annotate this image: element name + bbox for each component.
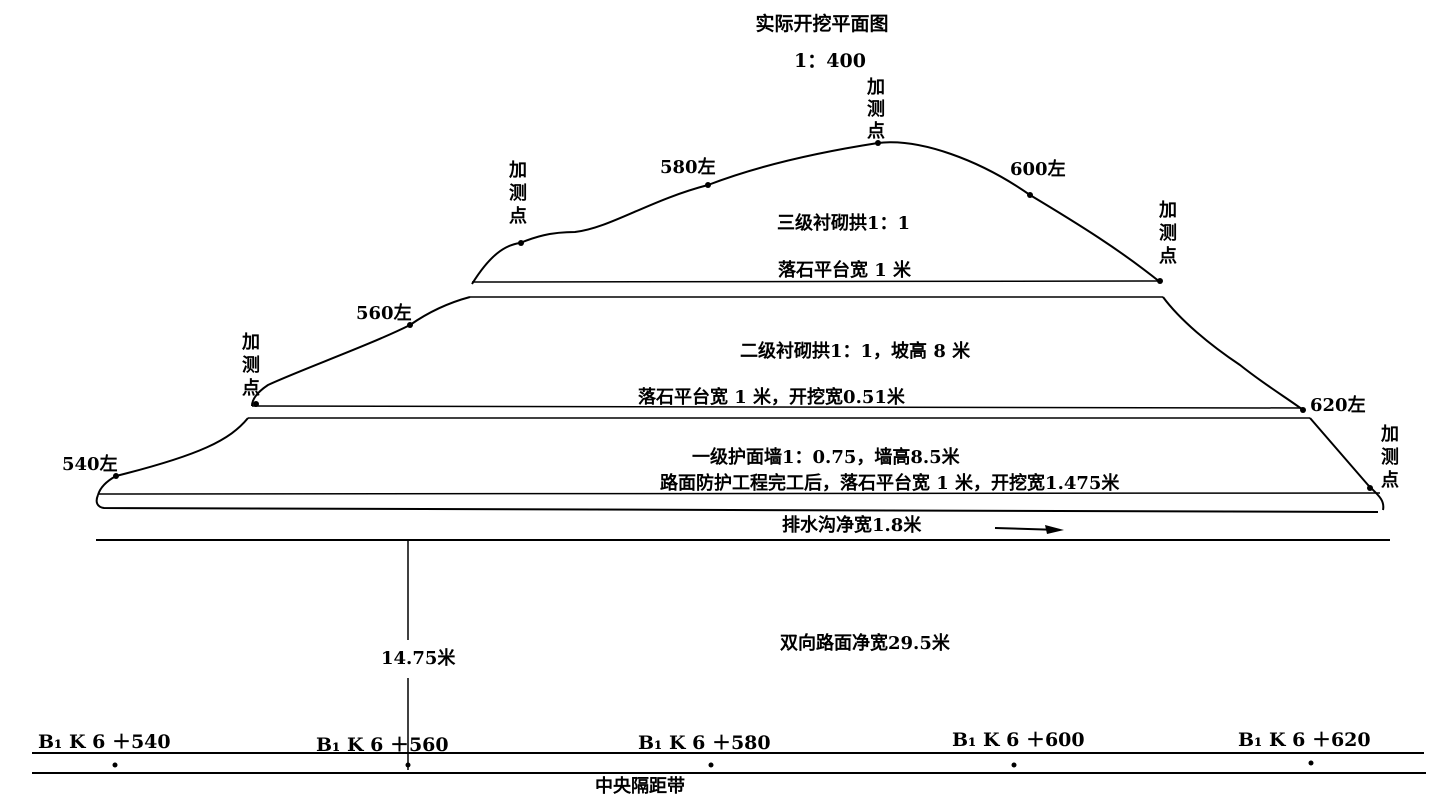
station-dots xyxy=(112,760,1314,768)
survey-label-char: 测 xyxy=(1159,222,1177,244)
station-dot xyxy=(708,762,714,768)
platform3-line-top xyxy=(97,492,1381,495)
station-dot xyxy=(405,762,411,768)
survey-label-char: 点 xyxy=(1381,469,1399,491)
survey-dot-extra-3 xyxy=(875,140,881,146)
slope-label-540: 540左 xyxy=(62,453,118,475)
station-label-540: B₁ K 6 ＋540 xyxy=(38,731,171,753)
survey-label-char: 点 xyxy=(509,205,527,227)
survey-label-char: 点 xyxy=(242,377,260,399)
survey-dot-560 xyxy=(407,322,413,328)
survey-dots xyxy=(113,140,1373,491)
right-lower-slope xyxy=(1309,417,1385,511)
right-middle-slope xyxy=(1162,296,1304,411)
survey-dot-extra-2 xyxy=(518,240,524,246)
survey-dot-extra-1 xyxy=(253,401,259,407)
drawing-scale: 1：400 xyxy=(794,50,866,72)
zone-label-arch3: 三级衬砌拱1：1 xyxy=(777,212,910,234)
left-middle-slope xyxy=(251,296,471,407)
survey-dot-540 xyxy=(113,473,119,479)
survey-label-char: 测 xyxy=(1381,446,1399,468)
survey-label-upper-right: 加 测 点 xyxy=(1158,200,1177,267)
survey-dot-620 xyxy=(1300,407,1306,413)
station-dot xyxy=(1308,760,1314,766)
drawing-title: 实际开挖平面图 xyxy=(755,12,888,35)
survey-label-lower-right: 加 测 点 xyxy=(1380,424,1399,491)
slope-label-620: 620左 xyxy=(1310,394,1366,416)
zone-label-wall1: 一级护面墙1：0.75，墙高8.5米 xyxy=(692,446,961,468)
slope-label-600: 600左 xyxy=(1010,158,1066,180)
survey-label-char: 测 xyxy=(867,98,885,120)
station-label-580: B₁ K 6 ＋580 xyxy=(638,732,771,754)
excavation-top-outline xyxy=(471,141,1161,285)
survey-label-top: 加 测 点 xyxy=(866,77,885,142)
survey-dot-extra-4 xyxy=(1157,278,1163,284)
zone-label-arch2: 二级衬砌拱1：1，坡高 8 米 xyxy=(740,340,971,362)
half-width-label: 14.75米 xyxy=(381,647,456,669)
station-label-620: B₁ K 6 ＋620 xyxy=(1238,729,1371,751)
station-label-560: B₁ K 6 ＋560 xyxy=(316,734,449,756)
survey-label-char: 加 xyxy=(241,332,260,353)
survey-label-char: 加 xyxy=(866,77,885,98)
median-label: 中央隔距带 xyxy=(595,775,685,797)
survey-label-char: 测 xyxy=(242,354,260,376)
platform2-line-top xyxy=(251,405,1304,409)
slope-label-560: 560左 xyxy=(356,302,412,324)
road-width-label: 双向路面净宽29.5米 xyxy=(780,632,951,654)
platform1-line-top xyxy=(471,280,1161,283)
survey-label-char: 点 xyxy=(1159,245,1177,267)
survey-dot-580 xyxy=(705,182,711,188)
survey-label-char: 测 xyxy=(509,182,527,204)
flow-arrow-icon xyxy=(1045,525,1064,534)
survey-label-mid-left: 加 测 点 xyxy=(241,332,260,399)
left-lower-slope xyxy=(97,417,249,496)
survey-label-char: 加 xyxy=(1158,200,1177,221)
station-dot xyxy=(112,762,118,768)
survey-label-char: 点 xyxy=(867,120,885,142)
station-dot xyxy=(1011,762,1017,768)
zone-label-platform3: 路面防护工程完工后，落石平台宽 1 米，开挖宽1.475米 xyxy=(660,472,1120,494)
survey-label-char: 加 xyxy=(508,160,527,181)
station-label-600: B₁ K 6 ＋600 xyxy=(952,729,1085,751)
zone-label-drain: 排水沟净宽1.8米 xyxy=(782,514,922,536)
survey-label-upper-left: 加 测 点 xyxy=(508,160,527,227)
slope-label-580: 580左 xyxy=(660,156,716,178)
survey-dot-600 xyxy=(1027,192,1033,198)
survey-label-char: 加 xyxy=(1380,424,1399,445)
survey-dot-extra-5 xyxy=(1367,485,1373,491)
platform3-line-bottom xyxy=(95,494,1379,513)
zone-label-platform1: 落石平台宽 1 米 xyxy=(778,259,912,281)
zone-label-platform2: 落石平台宽 1 米，开挖宽0.51米 xyxy=(638,386,906,408)
